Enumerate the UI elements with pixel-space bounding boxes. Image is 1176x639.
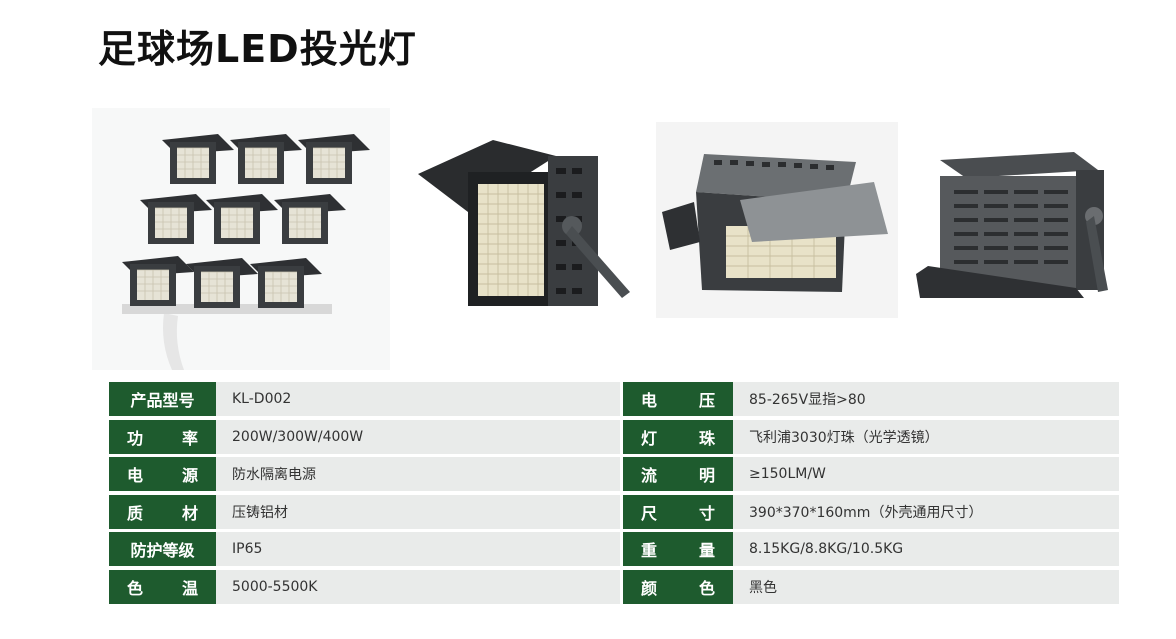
- spec-value-protection: IP65: [216, 532, 620, 566]
- spec-label-luminous: 流明: [623, 457, 733, 491]
- spec-label-power: 功率: [109, 419, 216, 454]
- spec-value-beads: 飞利浦3030灯珠（光学透镜）: [733, 419, 1119, 454]
- spec-row: 质材 压铸铝材 尺寸 390*370*160mm（外壳通用尺寸）: [109, 494, 1119, 529]
- spec-label-color: 颜色: [623, 569, 733, 604]
- product-photo-rear: [906, 140, 1116, 310]
- spec-value-voltage: 85-265V显指>80: [733, 382, 1119, 416]
- spec-label-weight: 重量: [623, 532, 733, 566]
- spec-row: 产品型号 KL-D002 电压 85-265V显指>80: [109, 382, 1119, 416]
- spec-value-power-supply: 防水隔离电源: [216, 457, 620, 491]
- spec-label-color-temp: 色温: [109, 569, 216, 604]
- spec-label-material: 质材: [109, 494, 216, 529]
- product-photo-front: [656, 122, 898, 318]
- spec-label-beads: 灯珠: [623, 419, 733, 454]
- spec-label-model: 产品型号: [109, 382, 216, 416]
- spec-label-power-supply: 电源: [109, 457, 216, 491]
- spec-label-protection: 防护等级: [109, 532, 216, 566]
- spec-label-size: 尺寸: [623, 494, 733, 529]
- spec-value-color: 黑色: [733, 569, 1119, 604]
- spec-row: 电源 防水隔离电源 流明 ≥150LM/W: [109, 457, 1119, 491]
- spec-value-color-temp: 5000-5500K: [216, 569, 620, 604]
- spec-row: 功率 200W/300W/400W 灯珠 飞利浦3030灯珠（光学透镜）: [109, 419, 1119, 454]
- spec-value-material: 压铸铝材: [216, 494, 620, 529]
- spec-value-power: 200W/300W/400W: [216, 419, 620, 454]
- spec-value-luminous: ≥150LM/W: [733, 457, 1119, 491]
- spec-row: 防护等级 IP65 重量 8.15KG/8.8KG/10.5KG: [109, 532, 1119, 566]
- spec-value-size: 390*370*160mm（外壳通用尺寸）: [733, 494, 1119, 529]
- page-title: 足球场LED投光灯: [98, 27, 417, 71]
- product-photo-array: [92, 108, 390, 370]
- spec-row: 色温 5000-5500K 颜色 黑色: [109, 569, 1119, 604]
- product-photo-side-visor: [408, 122, 644, 318]
- spec-value-model: KL-D002: [216, 382, 620, 416]
- spec-value-weight: 8.15KG/8.8KG/10.5KG: [733, 532, 1119, 566]
- spec-table: 产品型号 KL-D002 电压 85-265V显指>80 功率 200W/300…: [109, 382, 1119, 607]
- spec-label-voltage: 电压: [623, 382, 733, 416]
